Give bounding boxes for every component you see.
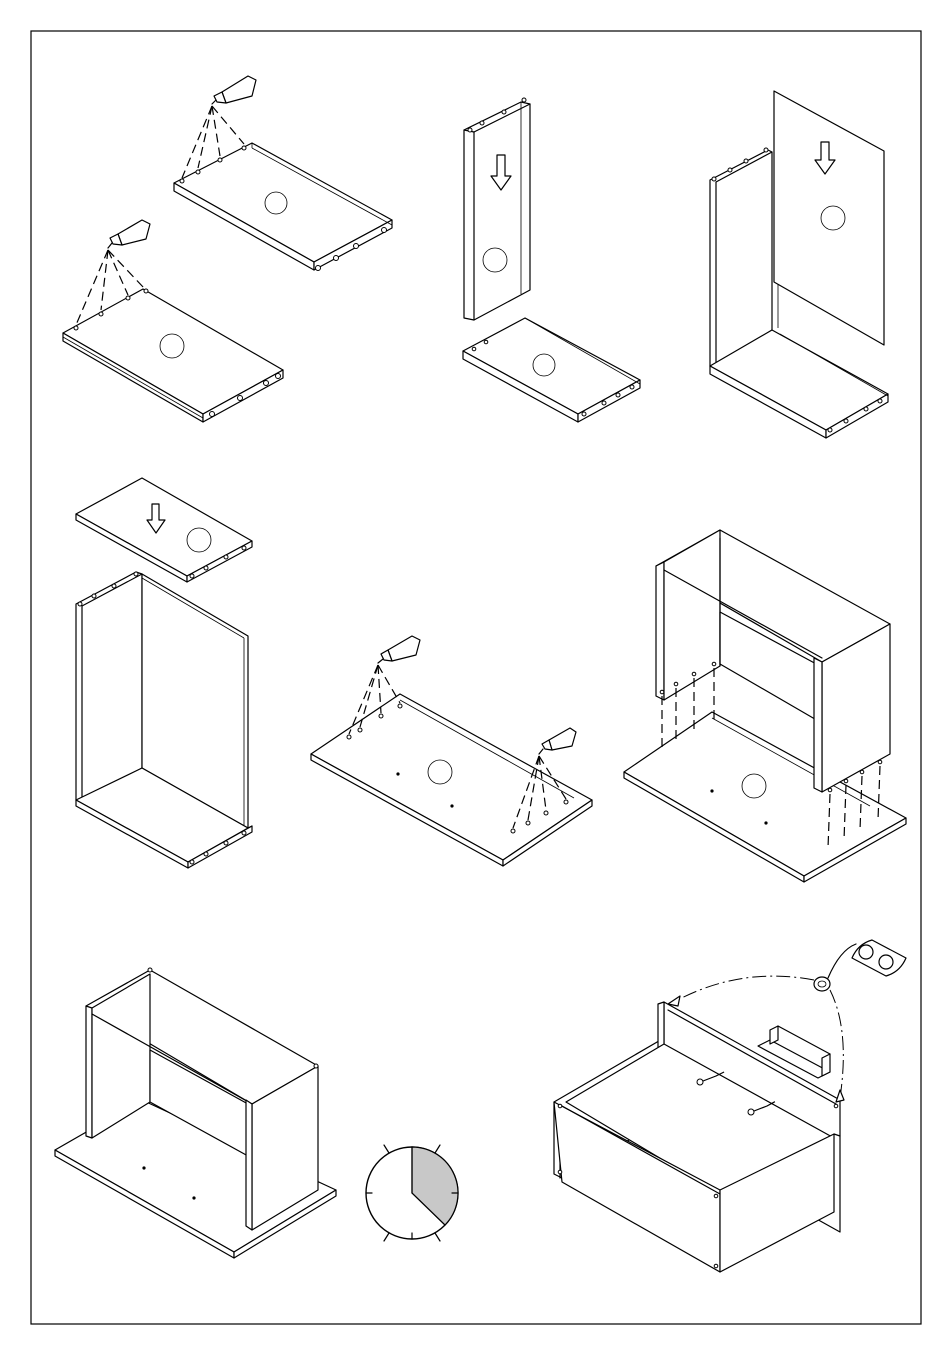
step-9-drawer-assembly [554, 940, 906, 1272]
step-4-top-panel [76, 478, 252, 868]
shelf-panel-lower [63, 289, 283, 422]
glue-bottle-icon [108, 220, 150, 248]
step-7-assembled-carcass [55, 968, 336, 1258]
step-3-back-panel [710, 91, 888, 438]
carcass-open-top [76, 572, 252, 868]
top-panel [76, 478, 252, 582]
step-2-side-panel [463, 98, 640, 422]
glue-bottle-icon [212, 76, 256, 104]
step-1-glue-shelf-panels [63, 76, 392, 422]
step-5-base-plate [311, 636, 592, 866]
bottom-panel [463, 318, 640, 422]
cover-cap-sheet [852, 940, 906, 976]
step-8-drying-clock [366, 1145, 458, 1241]
back-panel [774, 91, 884, 345]
glue-bottle-icon [378, 636, 420, 663]
step-6-lower-carcass [624, 530, 906, 882]
arrow-left-icon [668, 996, 680, 1006]
shelf-panel-upper [174, 143, 392, 271]
glue-bottle-icon [539, 728, 576, 754]
side-panel [464, 98, 530, 320]
drawer-box [554, 1002, 840, 1272]
arrow-down-icon [836, 1090, 844, 1102]
cover-cap [814, 977, 830, 991]
